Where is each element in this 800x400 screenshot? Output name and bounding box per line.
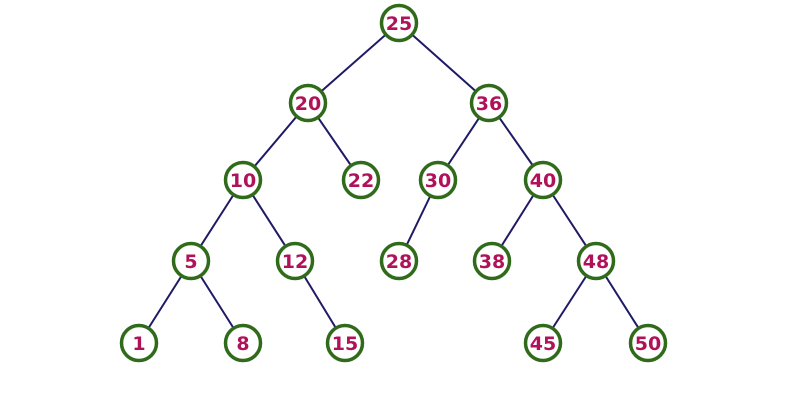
tree-node-5: 5	[171, 241, 211, 281]
tree-node-50: 50	[628, 323, 668, 363]
node-circle	[523, 323, 563, 363]
node-circle	[576, 241, 616, 281]
tree-node-25: 25	[379, 3, 419, 43]
tree-node-10: 10	[223, 160, 263, 200]
node-circle	[472, 241, 512, 281]
node-label: 20	[295, 93, 321, 115]
tree-node-45: 45	[523, 323, 563, 363]
node-circle	[275, 241, 315, 281]
node-label: 48	[583, 251, 609, 273]
tree-node-28: 28	[379, 241, 419, 281]
tree-node-30: 30	[418, 160, 458, 200]
node-label: 40	[530, 170, 556, 192]
edge-n25-n36	[398, 22, 490, 104]
node-label: 8	[236, 333, 249, 355]
tree-node-40: 40	[523, 160, 563, 200]
tree-node-20: 20	[288, 83, 328, 123]
tree-node-8: 8	[223, 323, 263, 363]
tree-node-22: 22	[341, 160, 381, 200]
tree-edges	[138, 22, 649, 344]
tree-node-38: 38	[472, 241, 512, 281]
node-label: 50	[635, 333, 661, 355]
tree-node-48: 48	[576, 241, 616, 281]
node-circle	[341, 160, 381, 200]
node-label: 10	[230, 170, 256, 192]
node-circle	[288, 83, 328, 123]
node-label: 12	[282, 251, 308, 273]
node-circle	[223, 160, 263, 200]
node-circle	[325, 323, 365, 363]
node-circle	[418, 160, 458, 200]
node-label: 5	[184, 251, 197, 273]
node-label: 22	[348, 170, 374, 192]
tree-nodes: 25 20 36 10 22 30 40 5 12 28 38 48 1 8 15 45 50	[119, 3, 668, 363]
node-circle	[523, 160, 563, 200]
node-label: 1	[132, 333, 145, 355]
node-label: 38	[479, 251, 505, 273]
node-label: 25	[386, 13, 412, 35]
node-label: 36	[476, 93, 502, 115]
node-circle	[171, 241, 211, 281]
node-circle	[379, 3, 419, 43]
node-label: 28	[386, 251, 412, 273]
node-label: 45	[530, 333, 556, 355]
tree-node-36: 36	[469, 83, 509, 123]
node-circle	[223, 323, 263, 363]
tree-node-1: 1	[119, 323, 159, 363]
node-label: 30	[425, 170, 451, 192]
edge-n25-n20	[307, 22, 400, 104]
node-circle	[379, 241, 419, 281]
node-circle	[469, 83, 509, 123]
node-circle	[119, 323, 159, 363]
tree-node-15: 15	[325, 323, 365, 363]
node-circle	[628, 323, 668, 363]
tree-node-12: 12	[275, 241, 315, 281]
node-label: 15	[332, 333, 358, 355]
